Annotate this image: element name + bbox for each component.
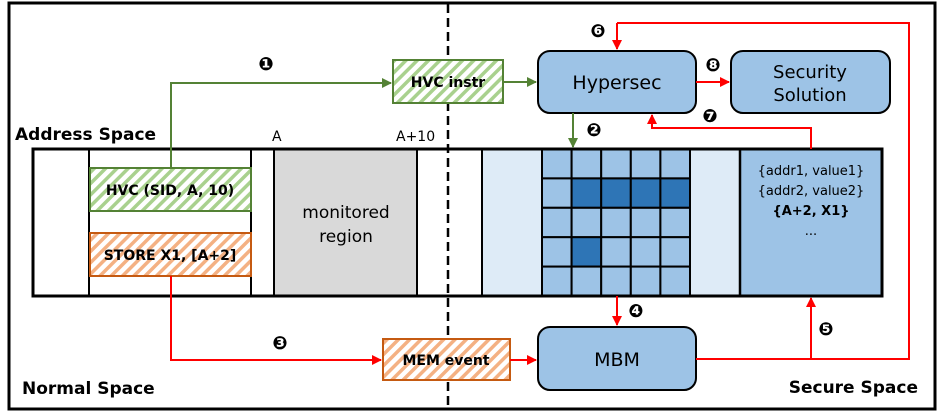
bitmap-cell [600,148,632,180]
log-entry: {addr1, value1} [758,164,865,179]
step-6-marker: ❻ [590,21,605,42]
bitmap-cell [600,265,632,298]
monitored-region-text-1: monitored [302,203,389,223]
bitmap-cell-set [629,177,662,209]
bitmap-cell [541,265,573,298]
secure-space-label: Secure Space [789,378,918,398]
bitmap-cell [600,236,632,268]
bitmap-cell [541,177,573,209]
bitmap-cell [600,206,632,239]
hypersec-text: Hypersec [572,72,661,94]
bitmap-cell [541,206,573,239]
mem-event-text: MEM event [402,353,489,369]
step-2-marker: ❷ [586,120,601,141]
bitmap-grid [541,148,692,298]
monitored-region [273,148,418,297]
store-instr-text: STORE X1, [A+2] [104,248,237,264]
step-5-marker: ❺ [818,319,833,340]
bitmap-cell [570,148,603,180]
step-3-marker: ❸ [272,333,287,354]
arrow-step-1 [170,78,392,168]
step-8-marker: ❽ [705,55,720,76]
log-box [738,147,884,298]
hvc-instr-text: HVC instr [411,75,485,91]
step-7-marker: ❼ [702,106,717,127]
bitmap-cell [629,148,662,180]
arrow-step-3 [170,276,382,365]
log-entry: {addr2, value2} [758,184,865,199]
bitmap-cell-set [659,177,692,209]
bitmap-cell [659,206,692,239]
mbm-text: MBM [594,349,640,371]
step-4-marker: ❹ [628,301,643,322]
bitmap-cell [659,265,692,298]
log-entry: ... [805,224,817,239]
hvc-instr-box [392,59,504,104]
bitmap-cell-set [600,177,632,209]
bitmap-cell [541,148,573,180]
hvc-call-text: HVC (SID, A, 10) [106,183,234,199]
security-solution-box [730,50,891,114]
arrow-mbm-trunk [617,22,910,360]
address-space-label: Address Space [15,125,156,145]
bitmap-cell [541,236,573,268]
normal-space-label: Normal Space [22,379,155,399]
marker-a: A [272,129,282,145]
security-solution-text-1: Security [773,62,847,83]
marker-a-plus-10: A+10 [396,129,435,145]
log-entry: {A+2, X1} [772,204,849,219]
bitmap-cell [629,206,662,239]
bitmap-cell [629,265,662,298]
arrow-step-7 [647,114,812,149]
log-entries: {addr1, value1} {addr2, value2} {A+2, X1}.… [758,164,865,239]
bitmap-cell [570,265,603,298]
hvc-call-box [89,167,252,212]
monitored-region-text-2: region [319,227,373,247]
bitmap-cell [659,236,692,268]
mem-event-box [382,338,511,381]
bitmap-cell-set [570,177,603,209]
security-solution-text-2: Solution [773,85,846,106]
bitmap-cell [629,236,662,268]
bitmap-cell-set [570,236,603,268]
step-1-marker: ❶ [258,54,273,75]
bitmap-cell [659,148,692,180]
bitmap-cell [570,206,603,239]
